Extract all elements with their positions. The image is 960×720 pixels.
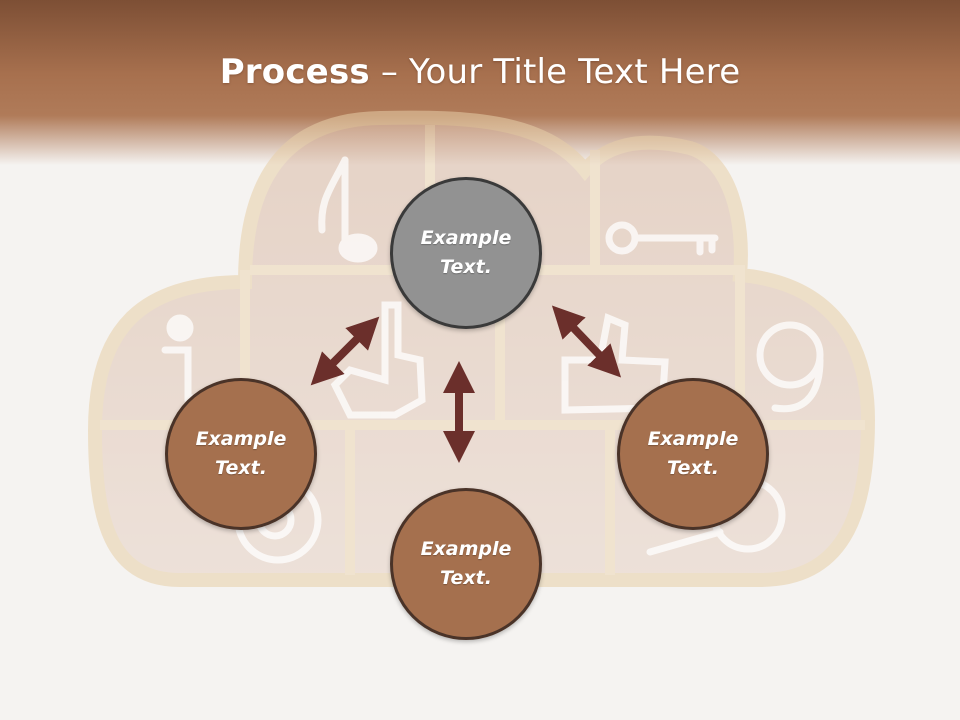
process-node-right: Example Text. (617, 378, 769, 530)
process-node-top: Example Text. (390, 177, 542, 329)
info-icon (161, 314, 204, 402)
node-top-label: Example Text. (420, 227, 512, 278)
title-rest: – Your Title Text Here (369, 52, 741, 92)
music-note-icon (318, 156, 378, 263)
process-node-bottom: Example Text. (390, 488, 542, 640)
nine-icon (756, 321, 824, 413)
node-right-label: Example Text. (647, 428, 739, 479)
arrow-top-right (551, 305, 622, 378)
process-node-left: Example Text. (165, 378, 317, 530)
arrow-top-left (310, 316, 380, 386)
title-bold: Process (219, 52, 370, 92)
node-left-label: Example Text. (195, 428, 287, 479)
node-bottom-label: Example Text. (420, 538, 512, 589)
key-icon (605, 221, 719, 256)
slide-title: Process – Your Title Text Here (0, 52, 960, 92)
